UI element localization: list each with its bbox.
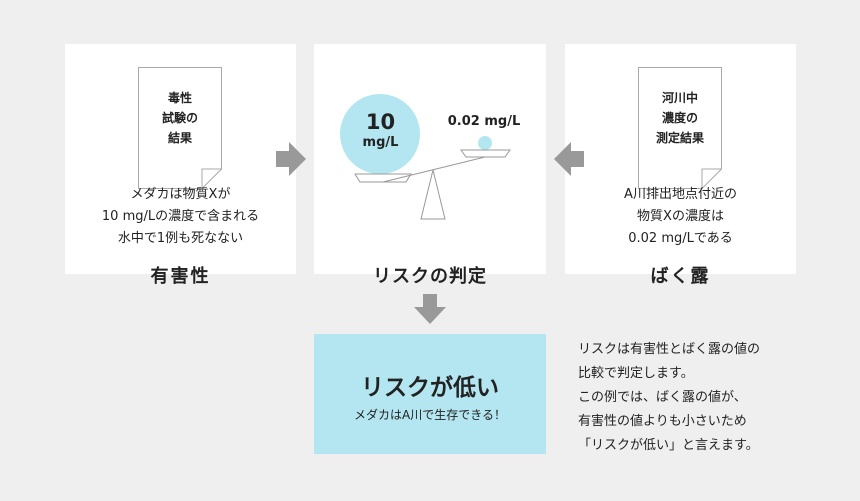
desc-line: 0.02 mg/Lである xyxy=(628,231,733,246)
left-pan xyxy=(354,173,412,183)
hazard-value-label: 10 mg/L xyxy=(342,110,419,152)
hazard-description: メダカは物質Xが 10 mg/Lの濃度で含まれる 水中で1例も死なない xyxy=(65,184,296,250)
hazard-ball xyxy=(340,94,420,174)
explanation-note: リスクは有害性とばく露の値の 比較で判定します。 この例では、ばく露の値が、 有… xyxy=(578,338,818,458)
exposure-value: 0.02 mg/L xyxy=(447,114,521,129)
desc-line: メダカは物質Xが xyxy=(130,187,231,202)
scale-fulcrum xyxy=(420,169,446,220)
desc-line: 水中で1例も死なない xyxy=(117,231,244,246)
note-line: この例では、ばく露の値が、 xyxy=(578,390,747,405)
result-subtitle: メダカはA川で生存できる！ xyxy=(354,408,506,422)
hazard-value: 10 xyxy=(365,110,396,134)
doc-line: 毒性 xyxy=(167,91,192,105)
note-line: 「リスクが低い」と言えます。 xyxy=(578,438,759,453)
risk-judgement-title: リスクの判定 xyxy=(373,266,487,287)
exposure-panel: 河川中 濃度の 測定結果 A川排出地点付近の 物質Xの濃度は 0.02 mg/L… xyxy=(565,44,796,287)
arrow-down-icon xyxy=(414,294,446,324)
doc-line: 河川中 xyxy=(661,91,698,105)
exposure-title: ばく露 xyxy=(650,266,711,287)
note-line: 比較で判定します。 xyxy=(578,366,694,381)
doc-line: 濃度の xyxy=(661,111,698,125)
right-pan xyxy=(460,149,511,158)
document-icon xyxy=(638,67,722,189)
exposure-ball xyxy=(478,136,492,150)
document-icon xyxy=(138,67,222,189)
desc-line: 物質Xの濃度は xyxy=(637,209,724,224)
exposure-document-label: 河川中 濃度の 測定結果 xyxy=(638,88,722,148)
hazard-panel: 毒性 試験の 結果 メダカは物質Xが 10 mg/Lの濃度で含まれる 水中で1例… xyxy=(65,44,296,287)
result-title: リスクが低い xyxy=(361,375,499,401)
desc-line: A川排出地点付近の xyxy=(624,187,737,202)
doc-line: 結果 xyxy=(167,131,192,145)
arrow-right-icon xyxy=(276,142,306,176)
hazard-document-label: 毒性 試験の 結果 xyxy=(138,88,222,148)
result-box: リスクが低い メダカはA川で生存できる！ xyxy=(314,334,546,454)
doc-line: 試験の xyxy=(161,111,198,125)
scale-beam xyxy=(382,156,486,183)
hazard-title: 有害性 xyxy=(150,266,211,287)
balance-scale-icon xyxy=(340,94,511,220)
arrow-left-icon xyxy=(554,142,584,176)
risk-judgement-panel: 10 mg/L 0.02 mg/L リスクの判定 xyxy=(314,44,546,287)
note-line: 有害性の値よりも小さいため xyxy=(578,414,747,429)
doc-line: 測定結果 xyxy=(655,131,704,145)
desc-line: 10 mg/Lの濃度で含まれる xyxy=(101,209,260,224)
note-line: リスクは有害性とばく露の値の xyxy=(578,342,761,357)
hazard-unit: mg/L xyxy=(362,135,399,150)
exposure-description: A川排出地点付近の 物質Xの濃度は 0.02 mg/Lである xyxy=(565,184,796,250)
